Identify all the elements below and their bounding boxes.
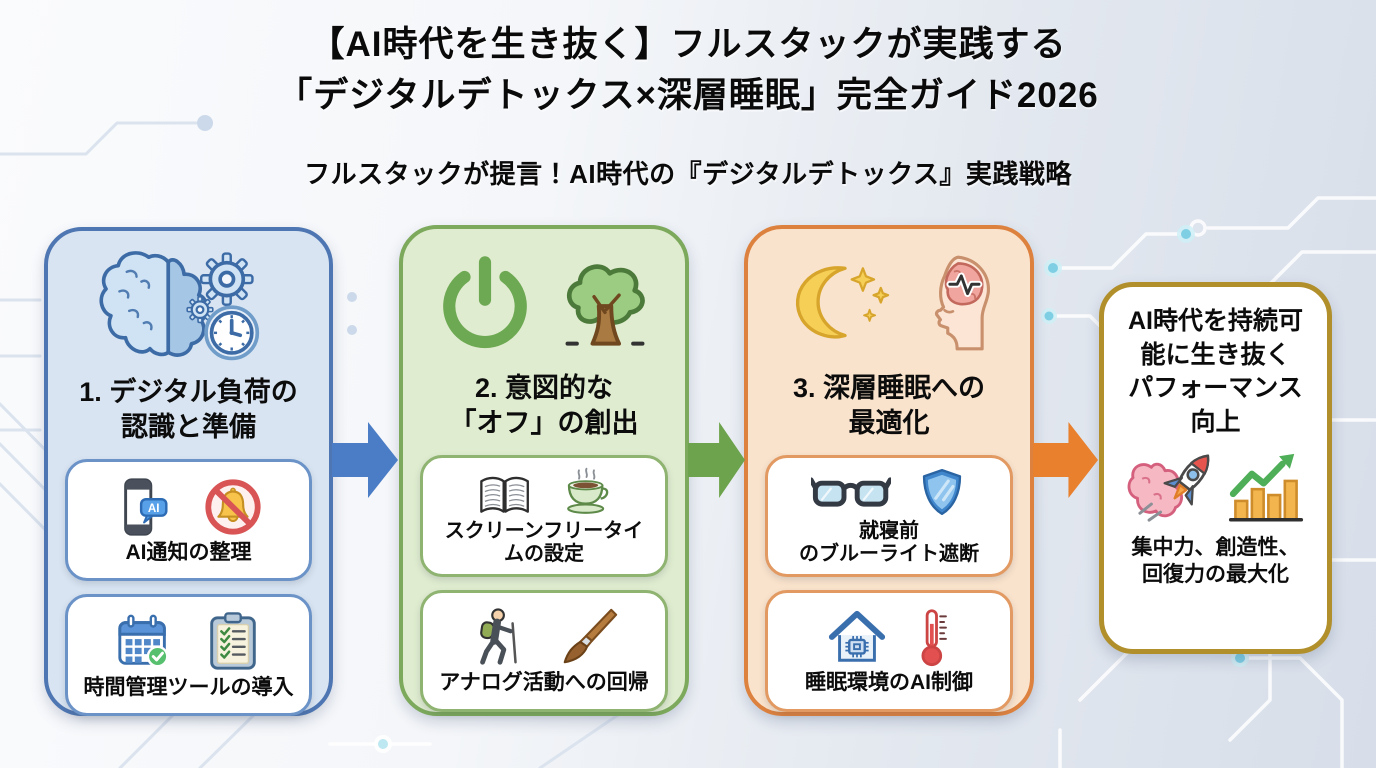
step-3-title: 3. 深層睡眠への 最適化 (792, 372, 986, 438)
step-1-card-1-label: AI通知の整理 (125, 540, 252, 564)
step-3-card-2-label: 睡眠環境のAI制御 (805, 671, 973, 695)
step-2-panel: 2. 意図的な 「オフ」の創出 (399, 225, 689, 716)
svg-text:AI: AI (147, 501, 159, 514)
result-caption: 集中力、創造性、 回復力の最大化 (1131, 536, 1300, 586)
step-3-card-sleep-environment: 睡眠環境のAI制御 (765, 590, 1013, 712)
checklist-clipboard-icon (209, 611, 256, 670)
rocket-brain-icon (1127, 454, 1209, 522)
step-1-cards: AI AI通知の整理 (48, 445, 329, 717)
step-3-cards: 就寝前 のブルーライト遮断 (748, 441, 1030, 712)
shield-icon (922, 468, 961, 515)
page-subtitle: フルスタックが提言！AI時代の『デジタルデトックス』実践戦略 (304, 158, 1072, 189)
no-notifications-bell-icon (204, 479, 261, 535)
open-book-icon (479, 476, 529, 513)
step-1-header-icons (48, 245, 329, 367)
hiker-icon (480, 608, 517, 666)
page-title-line2: 「デジタルデトックス×深層睡眠」完全ガイド2026 (277, 75, 1099, 115)
thermometer-icon (921, 609, 948, 667)
head-brainwave-icon (934, 255, 990, 351)
arrow-step2-to-step3 (688, 422, 745, 498)
page-title-line1: 【AI時代を生き抜く】フルスタックが実践する (309, 25, 1067, 64)
step-2-card-2-label: アナログ活動への回帰 (439, 671, 649, 695)
smart-home-chip-icon (829, 611, 886, 663)
power-off-icon (443, 256, 527, 348)
step-3-card-1-label: 就寝前 のブルーライト遮断 (799, 519, 979, 565)
step-2-cards: スクリーンフリータイ ムの設定 (403, 441, 685, 712)
arrow-step3-to-result (1033, 422, 1098, 498)
step-2-card-analog-activities: アナログ活動への回帰 (420, 590, 668, 712)
growth-chart-icon (1228, 453, 1303, 522)
blue-light-glasses-icon (811, 476, 891, 507)
calendar-check-icon (117, 614, 168, 668)
result-panel: AI時代を持続可 能に生き抜く パフォーマンス 向上 (1099, 282, 1332, 654)
step-3-header-icons (748, 243, 1030, 363)
page-title: 【AI時代を生き抜く】フルスタックが実践する 「デジタルデトックス×深層睡眠」完… (0, 20, 1376, 122)
step-1-card-2-label: 時間管理ツールの導入 (83, 675, 294, 699)
result-icons (1112, 449, 1319, 527)
brain-gears-clock-icon (98, 251, 259, 361)
header: 【AI時代を生き抜く】フルスタックが実践する 「デジタルデトックス×深層睡眠」完… (0, 20, 1376, 191)
result-title: AI時代を持続可 能に生き抜く パフォーマンス 向上 (1127, 307, 1303, 436)
step-2-card-1-label: スクリーンフリータイ ムの設定 (444, 519, 644, 565)
step-2-card-screen-free-time: スクリーンフリータイ ムの設定 (420, 455, 668, 577)
tree-icon (565, 264, 645, 346)
step-2-title: 2. 意図的な 「オフ」の創出 (449, 372, 639, 438)
step-1-card-time-management: 時間管理ツールの導入 (65, 594, 312, 717)
arrow-step1-to-step2 (332, 422, 398, 498)
step-1-panel: 1. デジタル負荷の 認識と準備 AI (44, 227, 333, 717)
step-1-card-ai-notifications: AI AI通知の整理 (65, 459, 312, 582)
moon-stars-icon (795, 266, 890, 339)
tea-cup-icon (567, 467, 609, 514)
step-1-title: 1. デジタル負荷の 認識と準備 (79, 377, 298, 443)
step-3-card-blue-light: 就寝前 のブルーライト遮断 (765, 455, 1013, 577)
step-2-header-icons (403, 243, 685, 363)
step-3-panel: 3. 深層睡眠への 最適化 (744, 225, 1034, 716)
smartphone-ai-chat-icon: AI (123, 478, 168, 536)
paintbrush-icon (563, 609, 618, 664)
